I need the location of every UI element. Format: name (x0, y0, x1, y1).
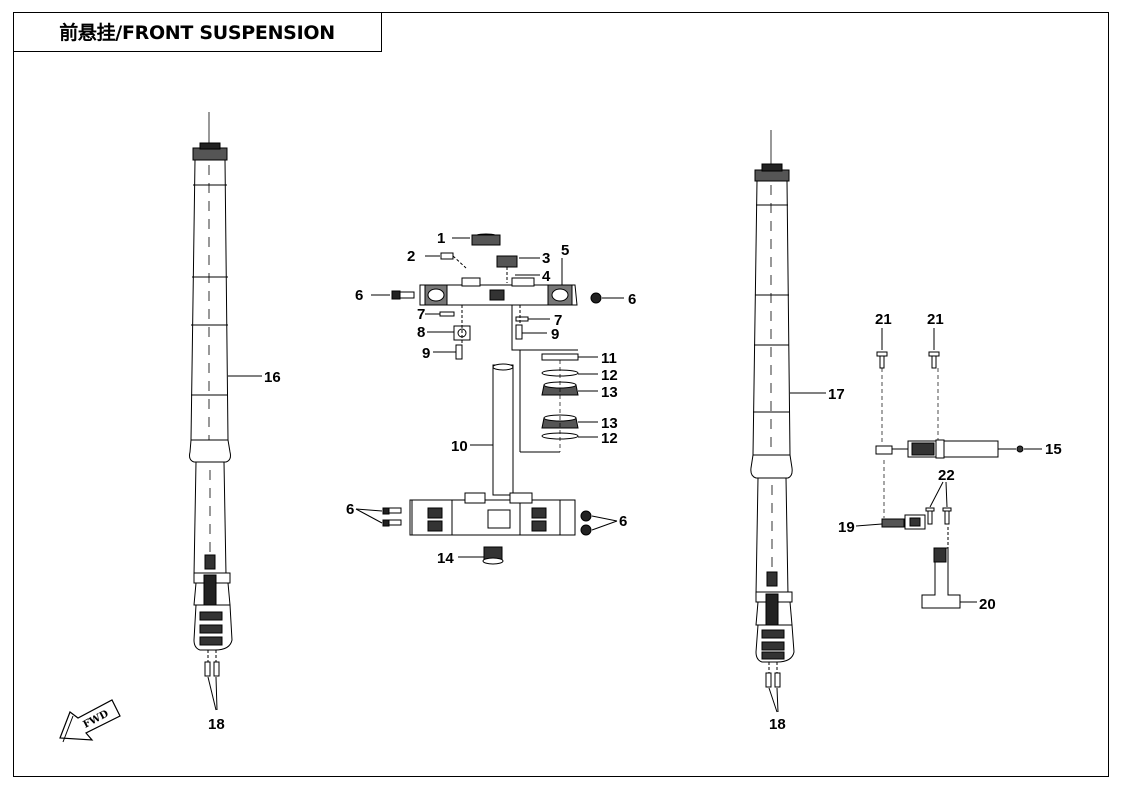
callout-6-upper-right: 6 (628, 291, 636, 308)
damper-mount-19 (881, 518, 905, 528)
axle-clamp-bolt (204, 554, 216, 570)
callout-8: 8 (417, 324, 425, 341)
drawing-frame (13, 12, 1109, 777)
callout-labels: 1 2 3 4 5 6 6 6 6 7 7 8 9 9 10 11 12 13 … (208, 230, 1062, 733)
right-fork-assembly (750, 130, 826, 713)
fork-upper-tube (752, 180, 791, 456)
steering-stem-10 (492, 364, 514, 496)
bolt-18-b (774, 672, 781, 688)
callout-9-right: 9 (551, 326, 559, 343)
axle-clamp-bolt (766, 571, 778, 587)
upper-triple-clamp (371, 233, 624, 360)
callout-6-upper-left: 6 (355, 287, 363, 304)
callout-6-lower-right: 6 (619, 513, 627, 530)
bolt-9-left (455, 344, 463, 360)
dust-seal-11 (541, 353, 579, 361)
fork-seal (189, 439, 231, 463)
steering-stem-assembly (470, 305, 598, 496)
callout-7-left: 7 (417, 306, 425, 323)
left-fork-assembly (189, 112, 262, 711)
callout-3: 3 (542, 250, 550, 267)
callout-11: 11 (601, 350, 617, 367)
bolt-6-upper-left (399, 291, 415, 299)
bolt-6-upper-right (590, 292, 602, 304)
callout-17: 17 (828, 386, 845, 403)
callout-13-bottom: 13 (601, 415, 618, 432)
stem-nut (496, 255, 518, 268)
callout-1: 1 (437, 230, 445, 247)
callout-18-left: 18 (208, 716, 225, 733)
callout-4: 4 (542, 268, 551, 285)
callout-9-left: 9 (422, 345, 430, 362)
callout-19: 19 (838, 519, 855, 536)
callout-10: 10 (451, 438, 468, 455)
callout-21-left: 21 (875, 311, 892, 328)
bolt-18-b (213, 661, 220, 677)
page-title: 前悬挂/FRONT SUSPENSION (59, 22, 335, 44)
callout-7-right: 7 (554, 312, 562, 329)
callout-5: 5 (561, 242, 569, 259)
callout-12-top: 12 (601, 367, 618, 384)
bolt-18-a (765, 672, 772, 688)
steering-cap (471, 234, 501, 246)
callout-13-top: 13 (601, 384, 618, 401)
callout-12-bottom: 12 (601, 430, 618, 447)
fork-seal (750, 454, 793, 479)
lower-triple-clamp (355, 492, 618, 565)
callout-14: 14 (437, 550, 454, 567)
callout-21-right: 21 (927, 311, 944, 328)
bolt-18-a (204, 661, 211, 677)
fork-cap (754, 169, 790, 182)
fork-cap (192, 147, 228, 161)
bolt-2 (440, 252, 454, 260)
title-block: 前悬挂/FRONT SUSPENSION (13, 12, 382, 52)
fork-cap-nut (199, 142, 221, 150)
callout-18-right: 18 (769, 716, 786, 733)
bolt-9-right (515, 324, 523, 340)
damper-bracket-20 (921, 547, 961, 609)
callout-22: 22 (938, 467, 955, 484)
fork-upper-tube (190, 159, 229, 441)
fork-cap-nut (761, 163, 783, 172)
callout-16: 16 (264, 369, 281, 386)
callout-20: 20 (979, 596, 996, 613)
callout-15: 15 (1045, 441, 1062, 458)
steering-damper-assembly (855, 328, 1042, 609)
callout-2: 2 (407, 248, 415, 265)
callout-6-lower-left: 6 (346, 501, 354, 518)
fwd-direction-arrow: FWD (59, 699, 121, 743)
